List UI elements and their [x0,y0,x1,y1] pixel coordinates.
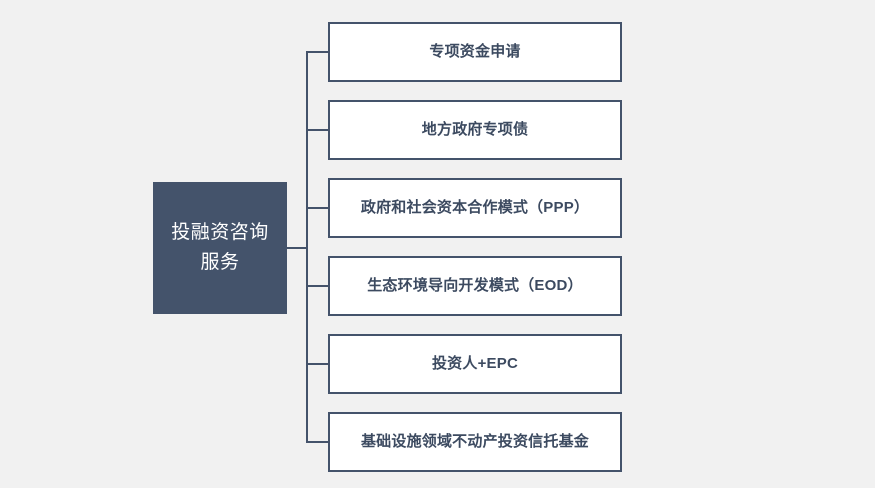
connector-stub-6 [306,441,328,443]
branch-node-5[interactable]: 投资人+EPC [328,334,622,394]
connector-stub-4 [306,285,328,287]
root-node-label: 投融资咨询 服务 [171,222,269,273]
branch-node-6[interactable]: 基础设施领域不动产投资信托基金 [328,412,622,472]
root-node[interactable]: 投融资咨询 服务 [153,182,287,314]
branch-node-5-label: 投资人+EPC [431,355,518,372]
branch-node-1[interactable]: 专项资金申请 [328,22,622,82]
branch-node-4-label: 生态环境导向开发模式（EOD） [367,277,583,294]
connector-root-to-trunk [287,247,308,249]
branch-node-6-label: 基础设施领域不动产投资信托基金 [360,433,589,450]
connector-stub-3 [306,207,328,209]
branch-node-2-label: 地方政府专项债 [421,121,529,138]
branch-node-3-label: 政府和社会资本合作模式（PPP） [360,199,590,216]
connector-stub-2 [306,129,328,131]
branch-node-2[interactable]: 地方政府专项债 [328,100,622,160]
branch-node-4[interactable]: 生态环境导向开发模式（EOD） [328,256,622,316]
connector-stub-1 [306,51,328,53]
branch-node-3[interactable]: 政府和社会资本合作模式（PPP） [328,178,622,238]
connector-stub-5 [306,363,328,365]
branch-node-1-label: 专项资金申请 [429,43,521,60]
connector-trunk [306,52,308,442]
